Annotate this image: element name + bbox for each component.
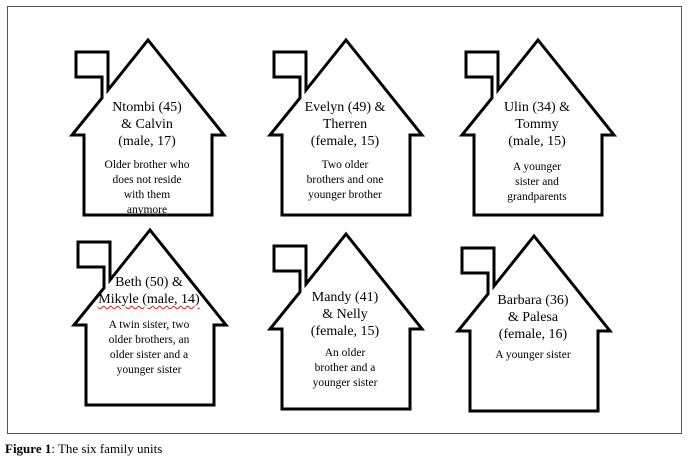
house-desc-line: older brothers, an [108, 334, 190, 346]
house-desc-line: younger sister [116, 364, 182, 376]
house-evelyn-therren: Evelyn (49) & Therren (female, 15) Two o… [264, 32, 426, 222]
house-name-line: Tommy [515, 117, 559, 132]
house-name-line: (male, 15) [508, 134, 566, 149]
house-desc-line: sister and [515, 176, 559, 188]
house-desc-line: with them [123, 189, 171, 201]
house-mandy-nelly: Mandy (41) & Nelly (female, 15) An older… [264, 226, 426, 416]
house-desc-line: A twin sister, two [108, 319, 190, 331]
house-outline [454, 233, 614, 413]
house-desc-line: does not reside [112, 174, 182, 186]
house-name-line: Ntombi (45) [112, 100, 182, 115]
house-name-line: (male, 17) [118, 134, 176, 149]
house-name-line: Beth (50) & [115, 275, 183, 290]
house-desc-line: Older brother who [104, 159, 190, 171]
house-name-line: & Nelly [322, 307, 368, 322]
house-ntombi-calvin: Ntombi (45) & Calvin (male, 17) Older br… [66, 32, 228, 222]
house-name-line: Therren [322, 117, 368, 132]
house-ulin-tommy: Ulin (34) & Tommy (male, 15) A younger s… [456, 32, 618, 222]
house-desc-line: Two older [321, 159, 369, 171]
house-desc-line: An older [324, 347, 366, 359]
house-desc-line: brother and a [314, 362, 376, 374]
house-desc-line: A younger [512, 161, 562, 173]
house-desc-line: older sister and a [109, 349, 189, 361]
house-barbara-palesa: Barbara (36) & Palesa (female, 16) A you… [452, 228, 614, 418]
house-desc-line: brothers and one [306, 174, 384, 186]
house-name-line: & Palesa [507, 310, 559, 325]
house-outline [458, 37, 618, 217]
house-outline [70, 227, 230, 407]
house-name-line: (female, 16) [498, 327, 568, 342]
house-name-line: Mandy (41) [311, 290, 379, 305]
house-desc-line: grandparents [507, 191, 567, 203]
house-desc-line: younger sister [312, 377, 378, 389]
house-name-line: Mikyle (male, 14) [98, 292, 200, 307]
house-desc-line: younger brother [308, 189, 382, 201]
house-name-line: Ulin (34) & [503, 100, 571, 115]
house-outline [266, 231, 426, 411]
house-desc-line: anymore [126, 204, 168, 216]
figure-frame [7, 6, 682, 434]
house-name-line: (female, 15) [310, 324, 380, 339]
figure-caption-label: Figure 1 [5, 441, 52, 456]
house-outline [68, 37, 228, 217]
house-name-line: Barbara (36) [497, 293, 569, 308]
house-outline [266, 37, 426, 217]
house-name-line: (female, 15) [310, 134, 380, 149]
figure-caption-text: : The six family units [51, 441, 163, 456]
house-desc-line: A younger sister [495, 349, 571, 361]
house-beth-mikyle: Beth (50) & Mikyle (male, 14) A twin sis… [68, 222, 230, 412]
house-name-line: Evelyn (49) & [304, 100, 386, 115]
house-name-line: & Calvin [121, 117, 173, 132]
figure-caption: Figure 1: The six family units [5, 441, 162, 457]
